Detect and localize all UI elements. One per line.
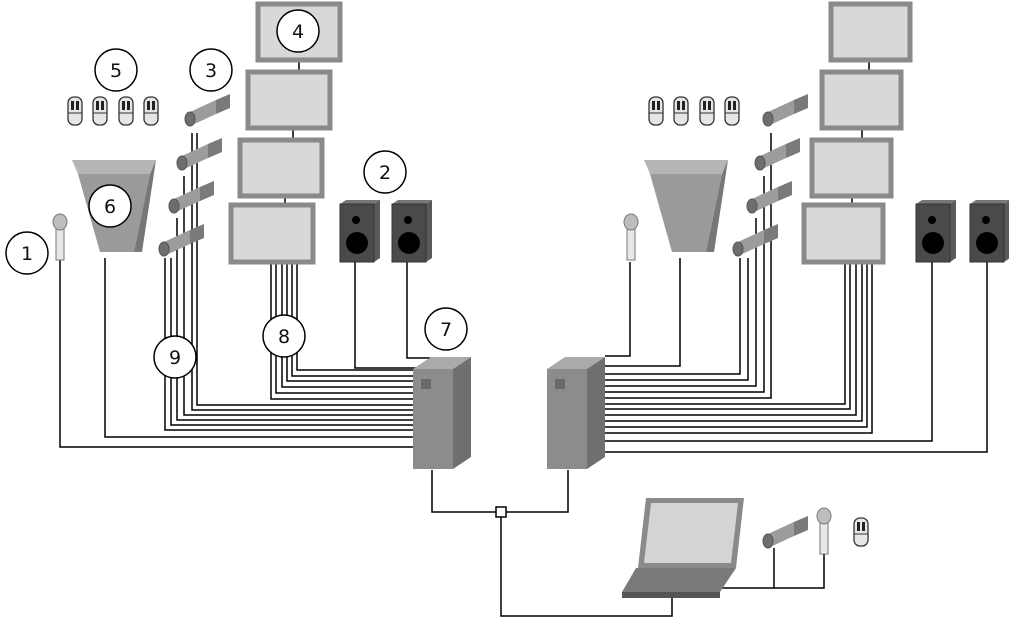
network-hub-icon — [495, 506, 507, 518]
microphone-icon — [623, 213, 639, 261]
laptop-icon — [622, 498, 744, 598]
callout-7: 7 — [424, 307, 468, 351]
callout-8: 8 — [262, 314, 306, 358]
callout-1: 1 — [5, 231, 49, 275]
callout-5-label: 5 — [110, 60, 122, 82]
callout-7-label: 7 — [440, 319, 452, 341]
speaker-icon — [339, 199, 433, 263]
callout-3: 3 — [189, 48, 233, 92]
callout-4-label: 4 — [292, 21, 304, 43]
cables-left — [59, 60, 440, 448]
callout-2: 2 — [363, 150, 407, 194]
callout-2-label: 2 — [379, 162, 391, 184]
computer-tower-icon — [547, 357, 605, 469]
callout-9-label: 9 — [169, 347, 181, 369]
room-right — [547, 1, 1009, 469]
cables-right — [605, 60, 988, 453]
callout-9: 9 — [153, 335, 197, 379]
callout-8-label: 8 — [278, 326, 290, 348]
computer-tower-icon — [413, 357, 471, 469]
callout-5: 5 — [94, 48, 138, 92]
room-left — [52, 1, 471, 469]
camera-icon — [762, 515, 809, 549]
camera-icon — [158, 93, 231, 257]
callout-6: 6 — [88, 184, 132, 228]
callout-6-label: 6 — [104, 196, 116, 218]
lectern-icon — [644, 160, 728, 252]
monitor-icon — [801, 1, 913, 265]
microphone-icon — [52, 213, 68, 261]
speaker-icon — [915, 199, 1009, 263]
callout-1-label: 1 — [21, 243, 33, 265]
response-keypad-icon — [648, 96, 740, 126]
microphone-icon — [816, 507, 832, 555]
response-keypad-icon — [67, 96, 159, 126]
callout-3-label: 3 — [205, 60, 217, 82]
network-links — [431, 470, 825, 617]
callout-4: 4 — [276, 9, 320, 53]
response-keypad-icon — [853, 517, 869, 547]
